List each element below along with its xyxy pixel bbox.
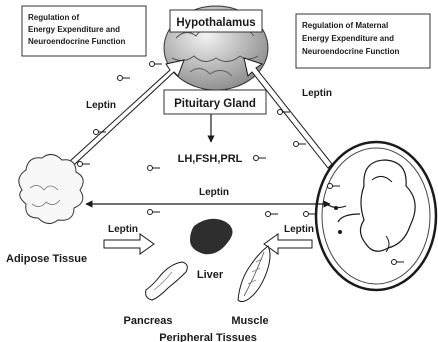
muscle-illustration bbox=[238, 246, 270, 302]
leptin-molecule-icon bbox=[150, 62, 163, 67]
uterus-to-liver-arrow bbox=[264, 234, 312, 254]
regulation-left-line-3: Neuroendocrine Function bbox=[28, 37, 125, 46]
leptin-molecule-icon bbox=[148, 210, 161, 215]
leptin-label-upper-left: Leptin bbox=[86, 100, 116, 111]
liver-label: Liver bbox=[197, 269, 224, 281]
hormones-label: LH,FSH,PRL bbox=[178, 153, 243, 165]
leptin-molecule-icon bbox=[294, 142, 307, 147]
leptin-molecule-icon bbox=[78, 162, 91, 167]
muscle-label: Muscle bbox=[231, 315, 268, 327]
liver-illustration bbox=[190, 219, 233, 254]
regulation-left-box: Regulation of Energy Expenditure and Neu… bbox=[22, 6, 146, 56]
regulation-right-line-3: Neuroendocrine Function bbox=[302, 47, 399, 56]
hypothalamus-label: Hypothalamus bbox=[176, 17, 255, 29]
leptin-label-center: Leptin bbox=[199, 187, 229, 198]
brain-illustration: Hypothalamus bbox=[164, 6, 268, 90]
leptin-molecule-icon bbox=[148, 166, 161, 171]
pancreas-illustration bbox=[146, 262, 188, 300]
leptin-molecule-icon bbox=[266, 212, 279, 217]
regulation-right-box: Regulation of Maternal Energy Expenditur… bbox=[296, 14, 430, 68]
leptin-molecule-icon bbox=[118, 76, 131, 81]
regulation-right-line-1: Regulation of Maternal bbox=[302, 21, 388, 30]
leptin-molecule-icon bbox=[304, 212, 317, 217]
leptin-molecule-icon bbox=[254, 156, 267, 161]
pituitary-box: Pituitary Gland bbox=[164, 90, 266, 114]
regulation-left-line-2: Energy Expenditure and bbox=[28, 25, 120, 34]
leptin-label-lower-left: Leptin bbox=[108, 224, 138, 235]
leptin-label-lower-right: Leptin bbox=[284, 224, 314, 235]
adipose-tissue-label: Adipose Tissue bbox=[6, 253, 87, 265]
adipose-to-liver-arrow bbox=[104, 234, 154, 254]
regulation-left-line-1: Regulation of bbox=[28, 13, 79, 22]
uterus-fetus-illustration bbox=[316, 142, 436, 290]
regulation-right-line-2: Energy Expenditure and bbox=[302, 34, 394, 43]
adipose-tissue-illustration bbox=[19, 154, 83, 223]
peripheral-tissues-label: Peripheral Tissues bbox=[159, 332, 257, 342]
leptin-label-upper-right: Leptin bbox=[302, 88, 332, 99]
pituitary-label: Pituitary Gland bbox=[174, 98, 256, 110]
pancreas-label: Pancreas bbox=[124, 315, 173, 327]
